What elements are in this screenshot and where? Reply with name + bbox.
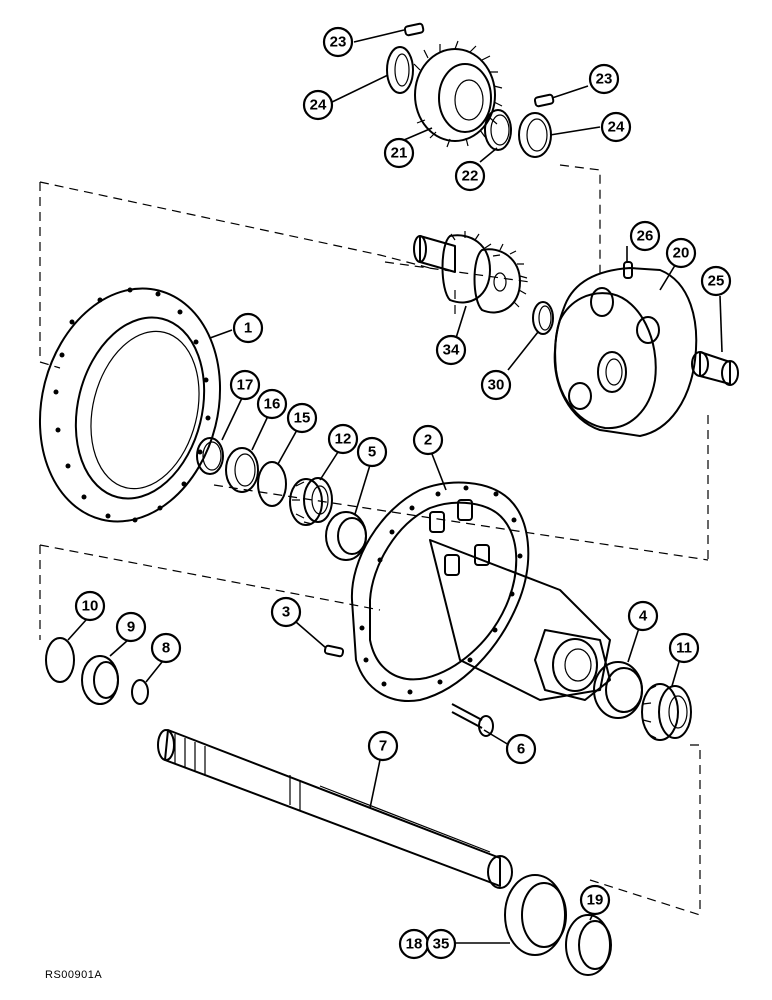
svg-text:1: 1 [244,320,252,337]
callout-1: 1 [232,312,264,344]
ring-30 [532,301,554,335]
svg-text:30: 30 [488,377,505,394]
callout-6: 6 [505,733,537,765]
callout-24-top: 24 [302,89,334,121]
ring-22 [484,109,512,151]
svg-text:18: 18 [406,936,423,953]
svg-text:4: 4 [639,608,648,625]
callout-24-right: 24 [600,111,632,143]
svg-text:6: 6 [517,741,525,758]
svg-text:5: 5 [368,444,376,461]
callout-23-right: 23 [588,63,620,95]
callout-20: 20 [665,237,697,269]
svg-text:34: 34 [443,342,460,359]
bolt-6 [451,703,494,737]
axle-shaft-7 [157,729,513,889]
dowel-pin-3 [323,644,345,658]
svg-text:11: 11 [676,640,692,657]
svg-text:15: 15 [294,410,311,427]
shim-15 [257,461,287,507]
svg-text:8: 8 [162,640,170,657]
seal-9 [81,655,119,705]
callout-22: 22 [454,160,486,192]
o-ring-10 [45,637,75,683]
washer-16 [225,447,259,493]
assembly-guide-lines [39,164,709,916]
svg-text:25: 25 [708,273,725,290]
housing-2 [350,481,611,702]
callout-30: 30 [480,369,512,401]
planet-carrier-20 [553,267,698,437]
bearing-cup-5 [325,511,367,561]
svg-text:23: 23 [330,34,347,51]
callout-3: 3 [270,596,302,628]
svg-text:23: 23 [596,71,613,88]
callout-8: 8 [150,632,182,664]
washer-24-top [386,46,414,94]
callout-4: 4 [627,600,659,632]
callout-2: 2 [412,424,444,456]
leader-lines [67,29,723,944]
callout-35: 35 [425,928,457,960]
callout-21: 21 [383,137,415,169]
svg-text:26: 26 [637,228,654,245]
pin-26 [623,261,633,279]
svg-text:35: 35 [433,936,450,953]
callout-7: 7 [367,730,399,762]
gear-21 [413,40,503,148]
callout-15: 15 [286,402,318,434]
pinion-shaft-34 [413,231,528,314]
pin-23-top [403,22,425,37]
svg-text:10: 10 [82,598,99,615]
svg-text:16: 16 [264,396,281,413]
washer-24-right [518,112,552,158]
svg-text:3: 3 [282,604,290,621]
snap-ring-17 [196,437,224,475]
callout-25: 25 [700,265,732,297]
callout-9: 9 [115,611,147,643]
figure-reference-code: RS00901A [45,969,103,981]
callout-12: 12 [327,423,359,455]
callout-17: 17 [229,369,261,401]
pin-23-right [533,93,555,108]
svg-text:2: 2 [424,432,432,449]
callout-5: 5 [356,436,388,468]
callout-18: 18 [398,928,430,960]
svg-text:12: 12 [335,431,352,448]
ring-gear-1 [38,287,222,523]
bearing-cup-4 [593,661,643,719]
svg-text:22: 22 [462,168,479,185]
callout-19: 19 [579,884,611,916]
callout-34: 34 [435,334,467,366]
seal-18-35 [504,874,567,956]
svg-text:21: 21 [391,145,408,162]
callout-11: 11 [668,632,700,664]
callout-26: 26 [629,220,661,252]
svg-text:7: 7 [379,738,387,755]
bearing-cone-12 [289,477,333,526]
svg-text:9: 9 [127,619,135,636]
svg-text:17: 17 [237,377,254,394]
callout-10: 10 [74,590,106,622]
svg-text:24: 24 [608,119,625,136]
svg-text:19: 19 [587,892,604,909]
wear-ring-19 [565,914,612,976]
svg-text:20: 20 [673,245,690,262]
callout-23-top: 23 [322,26,354,58]
sleeve-25 [691,351,739,386]
plug-8 [131,679,149,705]
callout-16: 16 [256,388,288,420]
svg-text:24: 24 [310,97,327,114]
bearing-cone-11 [641,683,692,741]
